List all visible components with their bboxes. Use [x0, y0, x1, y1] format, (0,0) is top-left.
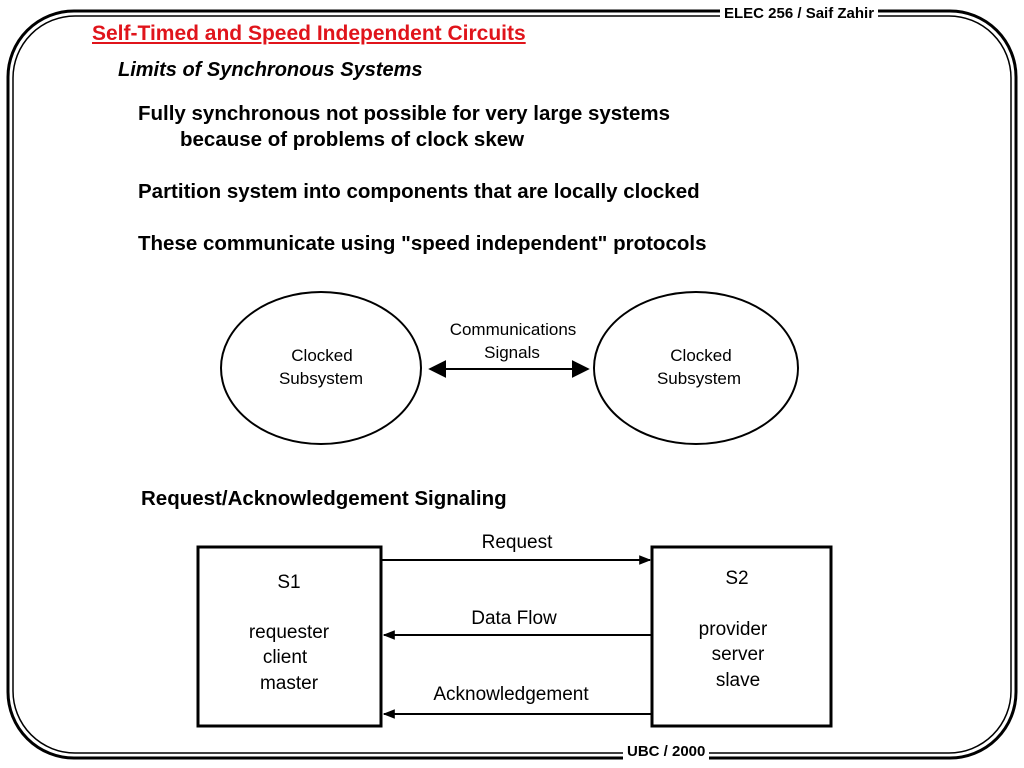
right-subsystem-line2: Subsystem — [657, 369, 741, 388]
right-subsystem-line1: Clocked — [670, 346, 731, 365]
footer-org-label: UBC / 2000 — [623, 743, 710, 761]
request-label: Request — [482, 532, 553, 553]
s1-role-client: client — [263, 647, 308, 668]
slide-subtitle: Limits of Synchronous Systems — [118, 59, 423, 81]
header-course-label: ELEC 256 / Saif Zahir — [720, 5, 879, 23]
s1-name: S1 — [277, 572, 300, 593]
bullet-1-line2: because of problems of clock skew — [180, 128, 525, 151]
left-subsystem-ellipse — [220, 291, 422, 445]
right-subsystem-ellipse — [593, 291, 799, 445]
left-subsystem-line1: Clocked — [291, 346, 352, 365]
bullet-3: These communicate using "speed independe… — [138, 232, 707, 255]
s2-role-provider: provider — [699, 619, 768, 640]
s1-box — [196, 545, 383, 728]
slide-title: Self-Timed and Speed Independent Circuit… — [92, 22, 526, 45]
data-flow-label: Data Flow — [471, 608, 557, 629]
s2-box — [650, 545, 833, 728]
s2-role-slave: slave — [716, 670, 760, 691]
bullet-2: Partition system into components that ar… — [138, 180, 700, 203]
section-heading-signaling: Request/Acknowledgement Signaling — [141, 487, 507, 510]
left-subsystem-line2: Subsystem — [279, 369, 363, 388]
link-label-line1: Communications — [450, 320, 577, 339]
s2-role-server: server — [712, 644, 765, 665]
s1-role-requester: requester — [249, 622, 330, 643]
s2-name: S2 — [725, 568, 748, 589]
link-label-line2: Signals — [484, 343, 540, 362]
bullet-1-line1: Fully synchronous not possible for very … — [138, 102, 671, 125]
bullet-1: Fully synchronous not possible for very … — [138, 101, 670, 153]
acknowledgement-label: Acknowledgement — [433, 684, 589, 705]
s1-role-master: master — [260, 673, 319, 694]
